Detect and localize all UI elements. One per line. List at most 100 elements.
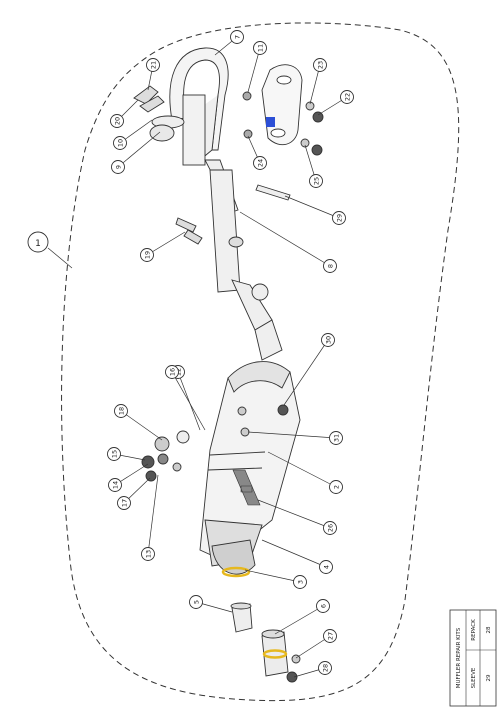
callout-circle [329, 431, 343, 445]
callout-7: 7 [214, 30, 244, 56]
callout-29: 29 [284, 195, 346, 225]
callout-circle [189, 595, 203, 609]
callout-3: 3 [244, 569, 307, 589]
callout-22: 22 [317, 90, 354, 116]
callout-circle [323, 521, 337, 535]
callout-24: 24 [247, 135, 267, 170]
callout-20: 20 [110, 99, 139, 128]
callout-8: 8 [239, 211, 337, 273]
callout-leader [274, 605, 324, 635]
callout-13: 13 [141, 474, 159, 561]
heat-shield [261, 64, 303, 146]
callout-leader [247, 47, 261, 93]
callout-circle [329, 480, 343, 494]
muffler-body [199, 361, 301, 578]
callout-10: 10 [113, 119, 153, 150]
kit-row-num-sleeve: 29 [486, 674, 492, 681]
callout-number: 24 [256, 159, 264, 167]
callout-11: 11 [247, 41, 267, 93]
callout-number: 15 [110, 450, 118, 458]
callout-number: 16 [168, 368, 176, 376]
callout-number: 3 [296, 580, 304, 584]
callout-number: 27 [326, 632, 334, 640]
callout-15: 15 [107, 447, 146, 461]
callout-30: 30 [283, 333, 335, 406]
callout-number: 6 [319, 604, 327, 608]
callout-leader [239, 211, 331, 267]
callout-circle [117, 496, 131, 510]
callout-circle [253, 41, 267, 55]
akrapovic-logo [232, 469, 261, 506]
callout-leader [257, 499, 331, 529]
callout-26: 26 [257, 499, 337, 535]
callout-17: 17 [117, 477, 151, 510]
callout-circle [321, 333, 335, 347]
callout-layer: 2345678910111213141516171819202122232425… [107, 30, 354, 678]
kit-table: MUFFLER REPAIR KITS REPACK 28 SLEEVE 29 [449, 609, 497, 707]
kit-table-title: MUFFLER REPAIR KITS [456, 627, 462, 688]
callout-circle [111, 160, 125, 174]
callout-25: 25 [304, 144, 323, 188]
callout-circle [318, 661, 332, 675]
callout-6: 6 [274, 599, 330, 635]
callout-circle [107, 447, 121, 461]
callout-number: 21 [149, 61, 157, 69]
callout-number: 22 [343, 93, 351, 101]
callout-circle [113, 136, 127, 150]
repair-kit-parts [230, 602, 301, 683]
callout-number: 28 [321, 664, 329, 672]
end-cap-ring [221, 566, 251, 578]
callout-number: 29 [335, 214, 343, 222]
callout-assembly-1: 1 [27, 231, 73, 269]
callout-leader [244, 569, 301, 583]
callout-leader [177, 371, 201, 431]
callout-number: 14 [111, 481, 119, 489]
callout-leader [283, 339, 329, 406]
callout-circle [165, 365, 179, 379]
callout-21: 21 [146, 58, 160, 91]
callout-number: 17 [120, 499, 128, 507]
assembly-boundary [61, 22, 460, 702]
callout-4: 4 [261, 539, 333, 574]
callout-circle [309, 174, 323, 188]
callout-18: 18 [114, 404, 163, 441]
callout-circle [323, 629, 337, 643]
callout-number: 18 [117, 407, 125, 415]
callout-16: 16 [165, 365, 206, 431]
callout-leader [171, 371, 206, 431]
clamp-parts [133, 85, 203, 245]
callout-2: 2 [267, 451, 343, 494]
callout-number: 19 [143, 251, 151, 259]
callout-circle [293, 575, 307, 589]
callout-number: 20 [113, 117, 121, 125]
callout-circle [323, 259, 337, 273]
callout-19: 19 [140, 231, 186, 262]
callout-leader [120, 410, 163, 441]
callout-leader [267, 451, 337, 488]
callout-circle [108, 478, 122, 492]
callout-27: 27 [295, 629, 337, 659]
callout-number: 5 [192, 600, 200, 604]
callout-circle [146, 58, 160, 72]
callout-circle [253, 156, 267, 170]
callout-leader [247, 431, 337, 439]
callout-leader [117, 131, 161, 168]
callout-circle [340, 90, 354, 104]
callout-14: 14 [108, 463, 149, 492]
callout-leader [146, 231, 186, 256]
callout-31: 31 [247, 431, 343, 445]
callout-5: 5 [189, 595, 233, 613]
kit-row-label-sleeve: SLEEVE [471, 667, 477, 688]
kit-row-label-repack: REPACK [471, 619, 477, 641]
callout-leader [261, 539, 327, 568]
callout-number: 8 [326, 264, 334, 268]
callout-circle [313, 58, 327, 72]
callout-number: 11 [256, 44, 264, 52]
callout-circle [332, 211, 346, 225]
callout-number: 2 [332, 485, 340, 489]
callout-circle [230, 30, 244, 44]
callout-number: 23 [316, 61, 324, 69]
callout-circle [316, 599, 330, 613]
hardware [141, 91, 324, 482]
callout-number: 10 [116, 139, 124, 147]
